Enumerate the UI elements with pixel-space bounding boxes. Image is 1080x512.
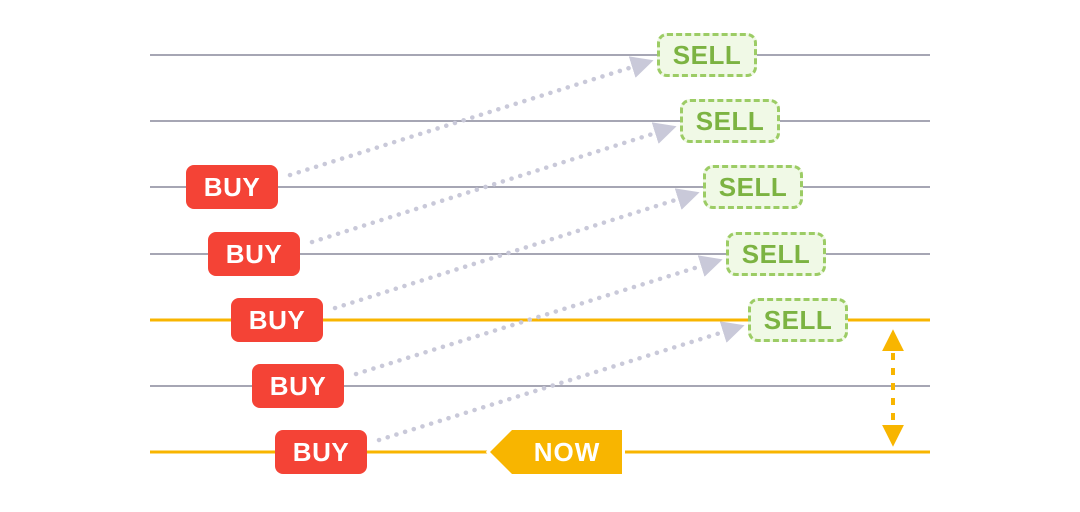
now-tag: NOW — [485, 427, 625, 477]
buy-sell-arrows — [287, 56, 745, 443]
sell-badge-3: SELL — [703, 165, 803, 209]
buy-badge-2: BUY — [208, 232, 300, 276]
buy-to-sell-arrow-3 — [332, 188, 700, 311]
buy-to-sell-arrow-4 — [353, 255, 723, 377]
buy-badge-3: BUY — [231, 298, 323, 342]
sell-badge-2: SELL — [680, 99, 780, 143]
sell-badge-5: SELL — [748, 298, 848, 342]
buy-to-sell-arrow-1 — [287, 56, 654, 178]
sell-badge-1: SELL — [657, 33, 757, 77]
buy-to-sell-arrow-2 — [309, 122, 677, 245]
sell-badge-4: SELL — [726, 232, 826, 276]
buy-badge-1: BUY — [186, 165, 278, 209]
now-tag-shape — [485, 427, 625, 477]
buy-to-sell-arrow-5 — [376, 321, 745, 443]
buy-badge-4: BUY — [252, 364, 344, 408]
buy-badge-5: BUY — [275, 430, 367, 474]
now-tag-label: NOW — [534, 437, 601, 467]
